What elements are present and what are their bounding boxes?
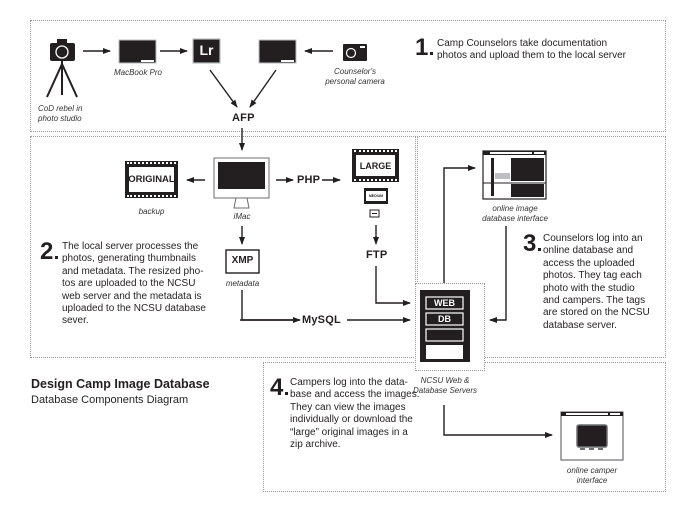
lightroom-icon: [192, 38, 221, 64]
server-web-label: WEB: [434, 298, 455, 308]
original-label: ORIGINAL: [128, 167, 175, 192]
step-3-number: 3: [523, 230, 542, 257]
ftp-label: FTP: [366, 249, 388, 261]
diagram-subtitle: Database Components Diagram: [31, 394, 189, 406]
tripod-camera-caption: CoD rebel in photo studio: [38, 104, 83, 123]
step-1-text: Camp Counselors take documentation photo…: [437, 38, 627, 62]
original-film-icon: ORIGINAL: [125, 161, 178, 198]
arrow-ftp-to-server: [375, 266, 411, 306]
large-label: LARGE: [356, 155, 395, 176]
large-film-icon: LARGE: [352, 149, 399, 182]
original-caption: backup: [138, 207, 165, 216]
afp-label: AFP: [232, 112, 255, 124]
personal-camera-caption: Counselor's personal camera: [325, 67, 385, 86]
personal-camera-icon: [343, 44, 367, 61]
step-3-text: Counselors log into an online database a…: [543, 233, 650, 331]
arrow-laptop-to-afp: [249, 69, 277, 108]
section-1-box: [30, 20, 666, 132]
macbook-icon: [118, 39, 157, 64]
mysql-label: MySQL: [302, 314, 341, 326]
arrow-lr-to-afp: [209, 69, 238, 108]
xmp-caption: metadata: [225, 279, 260, 288]
server-rack-icon: [420, 290, 470, 362]
line-xmp-to-mysql: [241, 290, 298, 321]
section-3-box: [417, 136, 666, 358]
macbook-caption: MacBook Pro: [113, 68, 163, 77]
step-4-number: 4: [270, 374, 289, 401]
step-4-text: Campers log into the data- base and acce…: [290, 377, 420, 451]
online-db-caption: online image database interface: [482, 204, 548, 223]
laptop-icon: [258, 39, 297, 64]
imac-caption: iMac: [233, 212, 251, 221]
step-2-number: 2: [40, 238, 59, 265]
arrow-server-to-camper: [443, 405, 553, 438]
server-db-label: DB: [438, 314, 451, 324]
medium-label: MEDIUM: [366, 191, 386, 201]
imac-icon: [213, 157, 270, 209]
xmp-label: XMP: [231, 255, 254, 266]
arrow-online-db-to-server: [489, 226, 507, 323]
step-1-number: 1: [415, 34, 434, 61]
xmp-box: [225, 249, 260, 274]
diagram-title: Design Camp Image Database: [31, 377, 210, 391]
step-2-text: The local server processes the photos, g…: [62, 241, 206, 327]
tripod-camera-icon: [46, 39, 78, 98]
camper-interface-caption: online camper interface: [566, 466, 618, 485]
online-db-interface-icon: [482, 150, 547, 200]
section-2-box: [30, 136, 416, 358]
camper-interface-icon: [560, 411, 624, 461]
server-caption: NCSU Web & Database Servers: [412, 376, 478, 395]
lightroom-label: Lr: [199, 42, 214, 58]
medium-film-icon: MEDIUM: [364, 188, 388, 204]
php-label: PHP: [297, 174, 321, 186]
arrow-server-to-online-db: [443, 165, 476, 283]
